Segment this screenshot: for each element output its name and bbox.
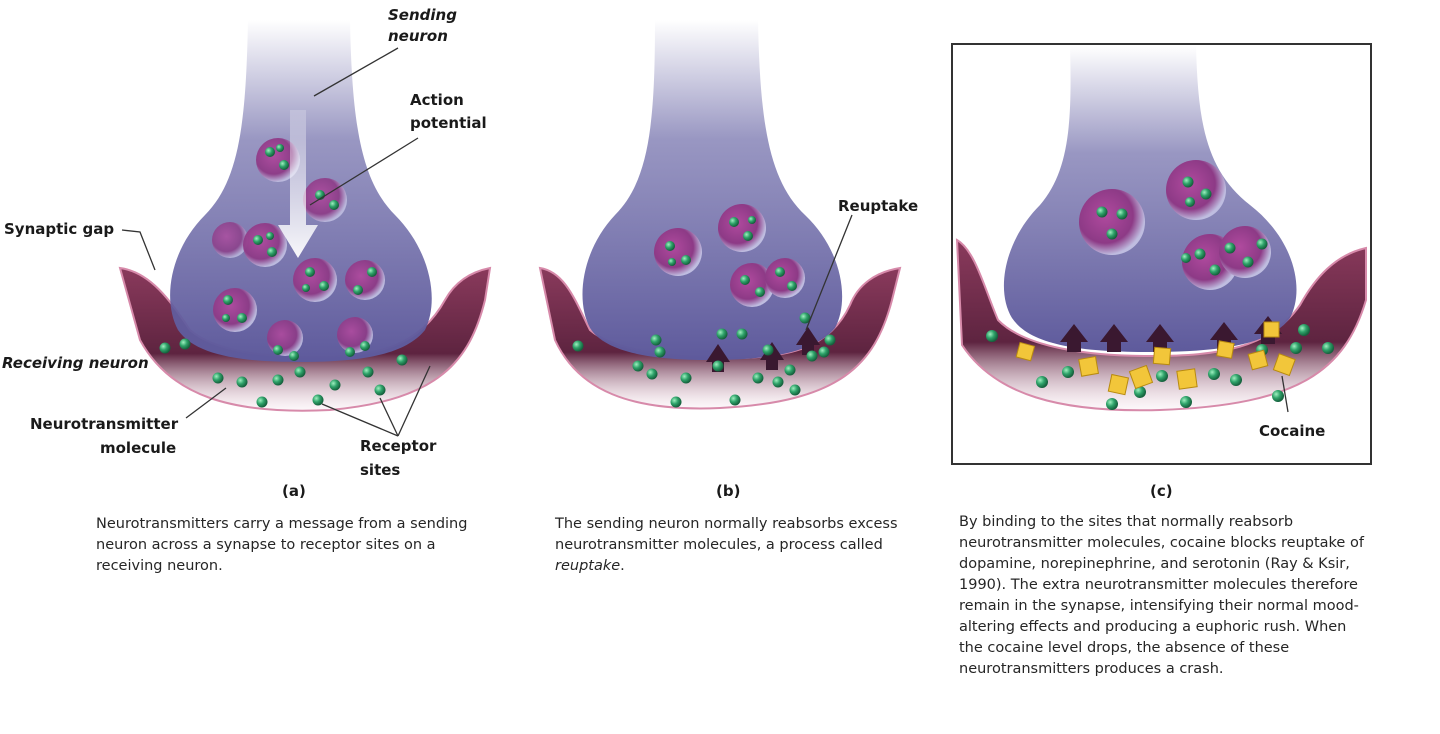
receptor-sites-label-line2: sites xyxy=(360,461,400,479)
panel-b-caption-end: . xyxy=(620,558,625,574)
molecules-c xyxy=(986,176,1334,410)
panel-b-caption: The sending neuron normally reabsorbs ex… xyxy=(555,514,915,577)
action-potential-label-line2: potential xyxy=(410,114,487,132)
sending-neuron-c xyxy=(1003,46,1297,352)
panel-b-letter: (b) xyxy=(716,482,740,500)
receiving-neuron-c xyxy=(955,238,1367,412)
panel-b-caption-text: The sending neuron normally reabsorbs ex… xyxy=(555,516,898,553)
reuptake-arrows-b xyxy=(706,327,820,372)
vesicles-c xyxy=(1079,160,1271,290)
leader-lines-b xyxy=(805,214,853,331)
panel-c-frame xyxy=(951,43,1372,465)
receptor-sites-label-line1: Receptor xyxy=(360,437,437,455)
neurotransmitter-label-line2: molecule xyxy=(100,439,176,457)
receiving-neuron-label: Receiving neuron xyxy=(2,354,149,372)
reuptake-label: Reuptake xyxy=(838,197,918,215)
molecules-b xyxy=(572,216,836,408)
panel-c-letter: (c) xyxy=(1150,482,1173,500)
panel-c xyxy=(951,43,1372,465)
panel-b xyxy=(538,20,902,410)
action-potential-label-line1: Action xyxy=(410,91,464,109)
panel-c-caption: By binding to the sites that normally re… xyxy=(959,514,1364,677)
sending-neuron-label-line1: Sending xyxy=(388,6,457,24)
synaptic-gap-label: Synaptic gap xyxy=(4,220,114,238)
panel-a-letter: (a) xyxy=(282,482,306,500)
leader-lines-a xyxy=(121,47,431,437)
panel-b-caption-emphasis: reuptake xyxy=(555,558,621,574)
action-potential-arrow xyxy=(278,110,318,258)
sending-neuron-b xyxy=(582,20,843,360)
panel-a-caption: Neurotransmitters carry a message from a… xyxy=(96,516,468,574)
neurotransmitter-label-line1: Neurotransmitter xyxy=(30,415,179,433)
sending-neuron-label-line2: neuron xyxy=(388,27,448,45)
cocaine-label: Cocaine xyxy=(1259,422,1325,440)
leader-lines-c xyxy=(1281,375,1289,413)
panel-a xyxy=(118,20,492,437)
cocaine-molecules xyxy=(1015,321,1296,396)
